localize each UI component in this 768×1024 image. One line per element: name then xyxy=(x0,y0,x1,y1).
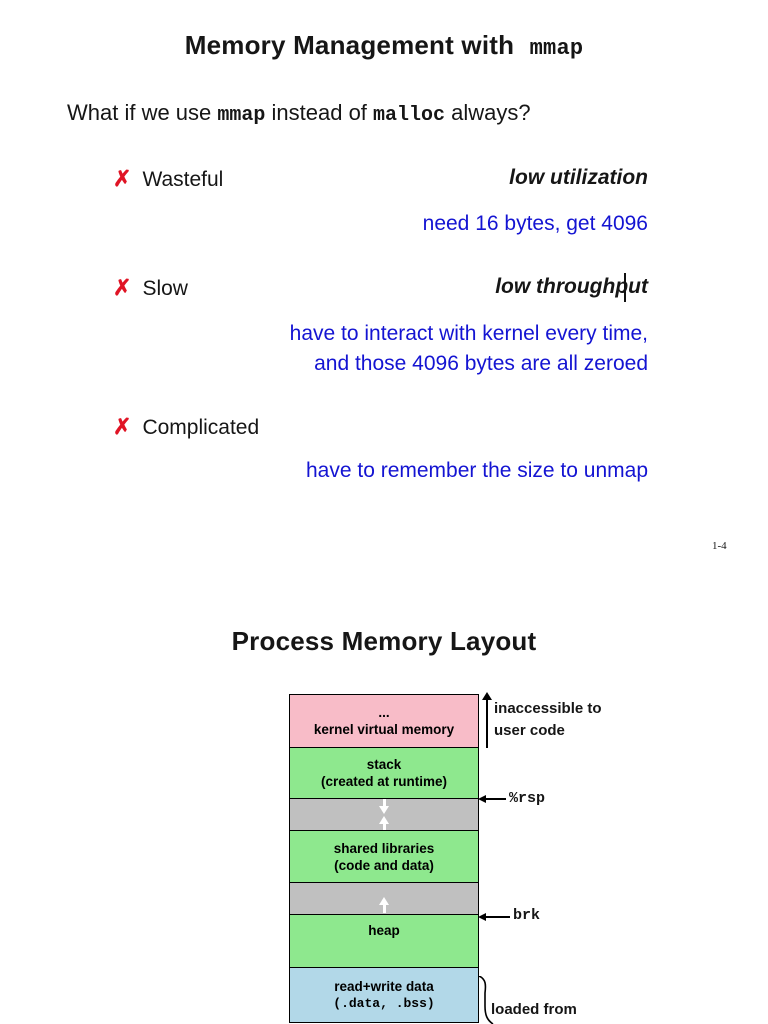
question-part2: instead of xyxy=(265,100,374,125)
page-number: 1-4 xyxy=(712,540,727,552)
bullet-slow-label: Slow xyxy=(142,277,188,300)
question-line: What if we use mmap instead of malloc al… xyxy=(67,100,531,127)
up-arrow-icon xyxy=(382,824,386,830)
question-part3: always? xyxy=(445,100,531,125)
box-kernel-virtual-memory: ... kernel virtual memory xyxy=(289,694,479,748)
box-read-write-data: read+write data (.data, .bss) xyxy=(289,967,479,1023)
up-arrow-icon xyxy=(379,897,389,905)
box-gap-heap xyxy=(289,882,479,915)
shared-box-label: shared libraries xyxy=(333,840,435,856)
brk-label: brk xyxy=(513,907,541,924)
kernel-box-label: kernel virtual memory xyxy=(313,722,455,737)
cross-icon: ✗ xyxy=(113,275,132,300)
bullet-wasteful-label: Wasteful xyxy=(142,168,224,191)
note-wasteful: need 16 bytes, get 4096 xyxy=(422,212,648,235)
note-complicated: have to remember the size to unmap xyxy=(305,459,648,482)
down-arrow-icon xyxy=(379,806,389,814)
up-arrow-shaft xyxy=(486,699,488,748)
left-arrow-icon xyxy=(478,913,486,921)
heading-low-utilization: low utilization xyxy=(509,166,648,189)
box-heap: heap xyxy=(289,914,479,968)
rsp-arrow-shaft xyxy=(485,798,506,800)
heading-low-throughput: low throughput xyxy=(495,273,648,302)
heading-low-throughput-text: low throughput xyxy=(495,275,648,298)
text-cursor-artifact xyxy=(624,273,626,302)
note-slow-2: and those 4096 bytes are all zeroed xyxy=(314,352,648,375)
brace-icon xyxy=(478,976,494,1024)
slide1-title-code: mmap xyxy=(529,36,584,61)
inaccessible-label-line2: user code xyxy=(494,722,565,739)
grow-arrows xyxy=(379,799,389,830)
left-arrow-icon xyxy=(478,795,486,803)
note-slow-1: have to interact with kernel every time, xyxy=(289,322,648,345)
stack-box-label: stack xyxy=(366,757,402,772)
rw-box-sections: (.data, .bss) xyxy=(333,996,435,1011)
rsp-label: %rsp xyxy=(509,790,546,807)
rw-box-label: read+write data xyxy=(334,979,434,994)
bullet-complicated: ✗ Complicated xyxy=(113,414,259,440)
box-gap-stack-mmap xyxy=(289,798,479,831)
inaccessible-label-line1: inaccessible to xyxy=(494,700,602,717)
bullet-complicated-label: Complicated xyxy=(142,416,260,439)
cross-icon: ✗ xyxy=(113,166,132,191)
slide1-title-text: Memory Management with xyxy=(184,30,515,60)
down-arrow-icon xyxy=(382,799,386,806)
bullet-slow: ✗ Slow xyxy=(113,275,188,301)
heap-box-label: heap xyxy=(368,923,400,938)
brk-arrow-shaft xyxy=(485,916,510,918)
kernel-box-ellipsis: ... xyxy=(378,705,390,720)
question-code-mmap: mmap xyxy=(217,104,266,127)
shared-box-sublabel: (code and data) xyxy=(334,857,434,873)
stack-box-sublabel: (created at runtime) xyxy=(320,774,448,789)
question-code-malloc: malloc xyxy=(373,104,446,127)
question-part1: What if we use xyxy=(67,100,218,125)
up-arrow-icon xyxy=(379,816,389,824)
up-arrow-icon xyxy=(482,692,492,700)
cross-icon: ✗ xyxy=(113,414,132,439)
slide1-title: Memory Management with mmap xyxy=(0,30,768,61)
up-arrow-icon xyxy=(382,905,386,913)
bullet-wasteful: ✗ Wasteful xyxy=(113,166,223,192)
box-stack: stack (created at runtime) xyxy=(289,747,479,799)
memory-layout-diagram: ... kernel virtual memory stack (created… xyxy=(289,694,479,1023)
loaded-from-label: loaded from xyxy=(491,1001,577,1018)
slide2-title: Process Memory Layout xyxy=(231,626,537,656)
box-shared-libraries: shared libraries (code and data) xyxy=(289,830,479,883)
grow-arrow xyxy=(290,897,478,913)
